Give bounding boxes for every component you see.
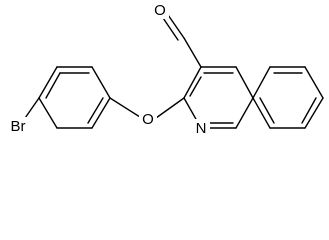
atom-label-ether-oxygen: O bbox=[139, 110, 157, 128]
bond bbox=[252, 66, 271, 99]
double-bond-inner bbox=[45, 72, 61, 99]
ring-aldehyde-bond bbox=[183, 37, 202, 68]
bond bbox=[252, 97, 271, 129]
double-bond-inner bbox=[301, 97, 317, 124]
bond bbox=[38, 66, 58, 99]
atom-label-bromine: Br bbox=[2, 117, 34, 136]
ether-oxygen-label: O bbox=[142, 111, 154, 128]
aldehyde-carbonyl-double-bond bbox=[160, 14, 179, 41]
bond bbox=[235, 97, 254, 129]
quinoline-benzo-ring bbox=[252, 66, 324, 129]
bond bbox=[91, 66, 111, 99]
aryl-oxygen-bond bbox=[109, 97, 141, 118]
carbonyl-oxygen-label: O bbox=[154, 2, 166, 19]
atom-label-nitrogen: N bbox=[193, 119, 210, 136]
bromophenyl-ring bbox=[38, 66, 111, 129]
bond bbox=[38, 97, 58, 129]
double-bond-inner bbox=[87, 97, 104, 124]
nitrogen-label: N bbox=[196, 120, 207, 136]
atom-label-carbonyl-oxygen: O bbox=[151, 1, 169, 19]
oxygen-quinoline-bond bbox=[155, 97, 185, 119]
bromine-label: Br bbox=[11, 118, 26, 135]
double-bond-inner bbox=[189, 76, 202, 97]
bond bbox=[304, 66, 324, 99]
quinoline-pyridine-ring bbox=[183, 66, 254, 129]
bond bbox=[183, 66, 202, 99]
molecule-structure-diagram: Br O N O bbox=[2, 1, 324, 136]
double-bond-inner bbox=[259, 97, 275, 124]
bond bbox=[235, 66, 254, 99]
bond bbox=[304, 97, 324, 129]
bond bbox=[91, 97, 111, 129]
